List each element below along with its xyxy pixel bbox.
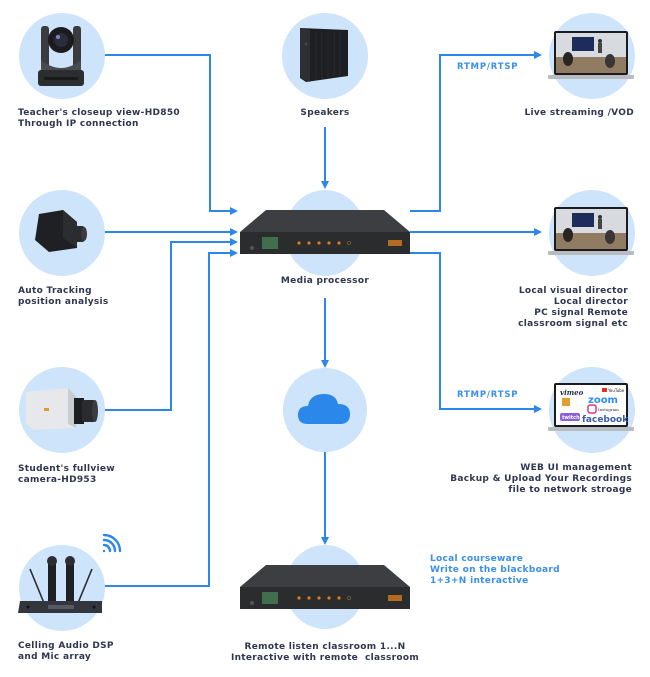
platform-youtube: YouTube — [607, 388, 625, 393]
cloud-icon — [298, 394, 350, 424]
protocol-label-top: RTMP/RTSP — [457, 62, 519, 72]
wire-ceiling-audio — [104, 249, 238, 587]
laptop-icon — [548, 207, 634, 255]
live-streaming-label: Live streaming /VOD — [524, 108, 634, 118]
remote-classroom-label: Remote listen classroom 1...N Interactiv… — [230, 642, 420, 663]
media-processor-label: Media processor — [280, 276, 370, 286]
local-courseware-note: Local courseware Write on the blackboard… — [430, 554, 560, 586]
teacher-camera-label: Teacher's closeup view-HD850 Through IP … — [18, 108, 180, 129]
wireless-signal-icon — [102, 533, 122, 553]
protocol-label-bottom: RTMP/RTSP — [457, 390, 519, 400]
platform-twitch: twitch — [562, 415, 580, 421]
wireless-mic-icon — [18, 556, 102, 613]
wire-web-ui — [410, 252, 542, 413]
student-camera-label: Student's fullview camera-HD953 — [18, 464, 115, 485]
media-processor-icon — [240, 565, 410, 609]
ceiling-audio-label: Celling Audio DSP and Mic array — [18, 641, 114, 662]
speaker-icon — [300, 28, 348, 82]
wire-live-streaming — [410, 51, 542, 212]
ptz-camera-icon — [38, 26, 84, 86]
local-director-label: Local visual director Local director PC … — [518, 286, 628, 329]
wire-student-camera — [104, 238, 238, 411]
auto-tracking-label: Auto Tracking position analysis — [18, 286, 109, 307]
box-camera-icon — [26, 388, 98, 430]
platform-vimeo: vimeo — [560, 388, 584, 397]
wire-teacher-camera — [104, 54, 238, 215]
platform-facebook: facebook — [582, 415, 629, 425]
laptop-platforms-icon: vimeo YouTube zoom Instagram twitch face… — [548, 383, 634, 431]
platform-instagram: Instagram — [598, 407, 619, 412]
media-processor-icon — [240, 210, 410, 254]
platform-zoom: zoom — [588, 395, 618, 406]
web-ui-label: WEB UI management Backup & Upload Your R… — [450, 463, 632, 495]
speakers-label: Speakers — [300, 108, 350, 118]
tracking-camera-icon — [35, 210, 87, 252]
ceiling-audio-circle — [19, 545, 105, 631]
laptop-icon — [548, 31, 634, 79]
